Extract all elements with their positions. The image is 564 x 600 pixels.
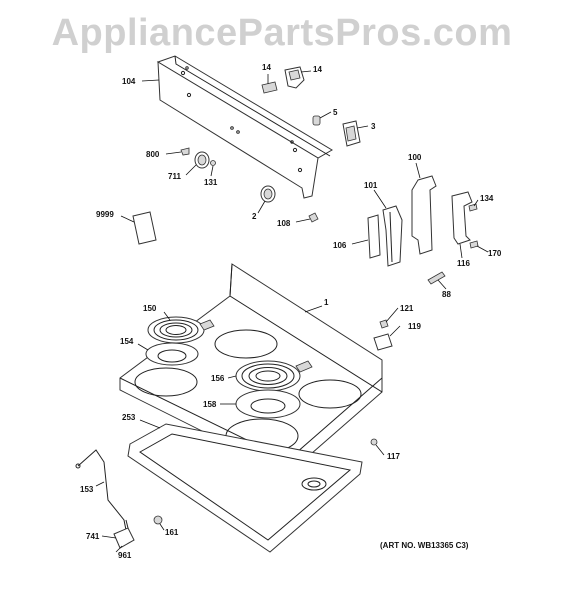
- callout-153: 153: [80, 485, 94, 494]
- watermark-text: AppliancePartsPros.com: [51, 12, 513, 54]
- callout-119: 119: [408, 322, 421, 331]
- switch-part-14b[interactable]: [284, 66, 305, 89]
- art-number-label: (ART NO. WB13365 C3): [380, 541, 469, 550]
- callout-131: 131: [204, 178, 218, 187]
- callout-100: 100: [408, 153, 422, 162]
- callout-741: 741: [86, 532, 100, 541]
- callout-9999: 9999: [96, 210, 114, 219]
- part-131[interactable]: [210, 160, 216, 166]
- callout-88: 88: [442, 290, 451, 299]
- wire-part-153[interactable]: [75, 449, 127, 531]
- bracket-part-119[interactable]: [373, 333, 393, 351]
- callout-161: 161: [165, 528, 179, 537]
- callout-800: 800: [146, 150, 160, 159]
- screw-part-800[interactable]: [180, 147, 190, 156]
- callout-2: 2: [252, 212, 257, 221]
- bracket-part-100[interactable]: [411, 175, 437, 255]
- callout-116: 116: [457, 259, 470, 268]
- drip-pan-part-154[interactable]: [145, 342, 199, 366]
- callout-14b: 14: [313, 65, 322, 74]
- callout-101: 101: [364, 181, 378, 190]
- callout-154: 154: [120, 337, 134, 346]
- callout-156: 156: [211, 374, 225, 383]
- callout-1: 1: [324, 298, 329, 307]
- callout-106: 106: [333, 241, 347, 250]
- part-108[interactable]: [308, 212, 319, 223]
- part-88[interactable]: [427, 271, 446, 285]
- leader-lines: [95, 70, 489, 553]
- callout-961: 961: [118, 551, 132, 560]
- knob-part-711[interactable]: [194, 151, 210, 169]
- callout-14a: 14: [262, 63, 271, 72]
- callout-117: 117: [387, 452, 400, 461]
- surface-element-part-150[interactable]: [147, 316, 215, 344]
- switch-part-3[interactable]: [342, 120, 361, 147]
- control-panel-part-104[interactable]: [156, 55, 333, 199]
- connector-part-961[interactable]: [113, 519, 135, 549]
- callout-170: 170: [488, 249, 502, 258]
- bracket-part-116[interactable]: [451, 191, 473, 245]
- literature-part-9999[interactable]: [132, 211, 157, 245]
- callout-150: 150: [143, 304, 157, 313]
- screw-part-117[interactable]: [370, 438, 378, 446]
- part-5[interactable]: [312, 115, 321, 126]
- callout-134: 134: [480, 194, 494, 203]
- screw-part-134[interactable]: [468, 203, 478, 212]
- bracket-part-101[interactable]: [382, 205, 403, 267]
- callout-108: 108: [277, 219, 291, 228]
- bottom-tray-part-253[interactable]: [127, 423, 363, 553]
- knob-part-2[interactable]: [260, 185, 276, 203]
- callout-5: 5: [333, 108, 338, 117]
- bracket-part-106[interactable]: [367, 214, 381, 259]
- drip-pan-part-158[interactable]: [235, 389, 301, 419]
- surface-element-part-156[interactable]: [235, 360, 313, 392]
- switch-part-14a[interactable]: [261, 81, 278, 94]
- part-161[interactable]: [153, 515, 163, 525]
- callout-3: 3: [371, 122, 376, 131]
- callout-253: 253: [122, 413, 136, 422]
- callout-158: 158: [203, 400, 217, 409]
- callout-711: 711: [168, 172, 181, 181]
- callout-104: 104: [122, 77, 136, 86]
- screw-part-170[interactable]: [469, 240, 479, 249]
- callout-121: 121: [400, 304, 414, 313]
